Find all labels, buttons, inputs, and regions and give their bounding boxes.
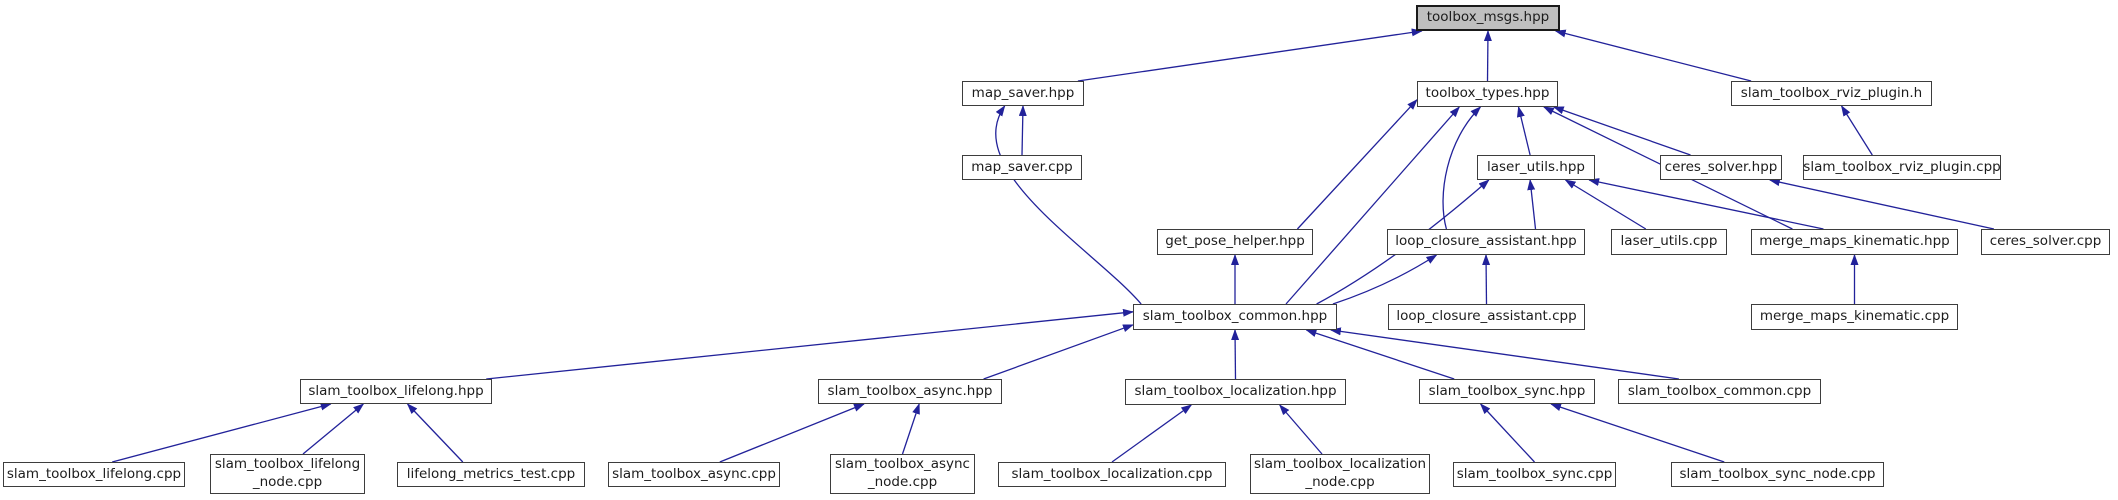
graph-node-slam_toolbox_async_node-cpp[interactable]: slam_toolbox_async_node.cpp bbox=[830, 454, 975, 494]
graph-node-ceres_solver-hpp[interactable]: ceres_solver.hpp bbox=[1660, 155, 1782, 180]
graph-node-label: _node.cpp bbox=[867, 474, 938, 490]
edge-ceres_solver-cpp-to-ceres_solver-hpp bbox=[1768, 178, 1995, 230]
edge-laser_utils-cpp-to-laser_utils-hpp bbox=[1564, 179, 1647, 230]
graph-node-label: slam_toolbox_localization.cpp bbox=[1011, 465, 1213, 482]
graph-node-label: merge_maps_kinematic.hpp bbox=[1759, 233, 1950, 250]
graph-node-label: slam_toolbox_localization bbox=[1253, 456, 1427, 473]
graph-node-label: slam_toolbox_rviz_plugin.cpp bbox=[1803, 158, 2001, 175]
graph-node-label: loop_closure_assistant.cpp bbox=[1396, 308, 1577, 325]
edge-slam_toolbox_lifelong-hpp-to-slam_toolbox_common-hpp bbox=[486, 308, 1134, 380]
graph-node-label: slam_toolbox_common.cpp bbox=[1627, 382, 1812, 399]
edge-slam_toolbox_rviz_plugin-h-to-toolbox_msgs-hpp bbox=[1554, 29, 1752, 82]
edge-slam_toolbox_localization-hpp-to-slam_toolbox_common-hpp bbox=[1231, 329, 1240, 380]
graph-node-laser_utils-cpp[interactable]: laser_utils.cpp bbox=[1611, 229, 1727, 255]
edge-slam_toolbox_localization-cpp-to-slam_toolbox_localization-hpp bbox=[1111, 404, 1193, 463]
graph-node-ceres_solver-cpp[interactable]: ceres_solver.cpp bbox=[1981, 229, 2110, 255]
edge-map_saver-cpp-to-map_saver-hpp bbox=[1018, 105, 1027, 156]
graph-node-label: slam_toolbox_lifelong bbox=[214, 456, 361, 473]
graph-node-loop_closure_assistant-hpp[interactable]: loop_closure_assistant.hpp bbox=[1387, 229, 1585, 255]
graph-node-slam_toolbox_sync-hpp[interactable]: slam_toolbox_sync.hpp bbox=[1419, 379, 1595, 404]
edge-slam_toolbox_common-hpp-to-toolbox_types-hpp bbox=[1285, 106, 1460, 305]
edge-lifelong_metrics_test-cpp-to-slam_toolbox_lifelong-hpp bbox=[406, 403, 464, 463]
graph-node-label: slam_toolbox_sync_node.cpp bbox=[1679, 465, 1876, 482]
graph-node-slam_toolbox_localization_node-cpp[interactable]: slam_toolbox_localization_node.cpp bbox=[1250, 454, 1430, 494]
graph-node-slam_toolbox_localization-hpp[interactable]: slam_toolbox_localization.hpp bbox=[1125, 379, 1346, 405]
graph-node-slam_toolbox_rviz_plugin-h[interactable]: slam_toolbox_rviz_plugin.h bbox=[1731, 81, 1932, 106]
graph-node-slam_toolbox_async-hpp[interactable]: slam_toolbox_async.hpp bbox=[818, 379, 1002, 404]
graph-node-label: map_saver.cpp bbox=[971, 158, 1073, 175]
graph-node-slam_toolbox_lifelong_node-cpp[interactable]: slam_toolbox_lifelong_node.cpp bbox=[210, 454, 365, 494]
edge-slam_toolbox_rviz_plugin-cpp-to-slam_toolbox_rviz_plugin-h bbox=[1840, 105, 1873, 156]
graph-node-get_pose_helper-hpp[interactable]: get_pose_helper.hpp bbox=[1157, 229, 1313, 255]
graph-node-label: slam_toolbox_async.hpp bbox=[827, 382, 993, 399]
graph-node-label: slam_toolbox_localization.hpp bbox=[1134, 383, 1337, 400]
edge-slam_toolbox_sync-cpp-to-slam_toolbox_sync-hpp bbox=[1479, 403, 1535, 463]
graph-node-label: slam_toolbox_common.hpp bbox=[1142, 308, 1328, 325]
graph-node-label: slam_toolbox_async.cpp bbox=[612, 465, 776, 482]
graph-node-label: slam_toolbox_async bbox=[835, 456, 970, 473]
graph-node-slam_toolbox_common-hpp[interactable]: slam_toolbox_common.hpp bbox=[1133, 304, 1337, 330]
graph-node-slam_toolbox_common-cpp[interactable]: slam_toolbox_common.cpp bbox=[1618, 379, 1821, 404]
edge-slam_toolbox_async-cpp-to-slam_toolbox_async-hpp bbox=[719, 403, 865, 463]
edge-laser_utils-hpp-to-toolbox_types-hpp bbox=[1516, 106, 1531, 156]
edge-slam_toolbox_common-hpp-to-loop_closure_assistant-hpp bbox=[1332, 254, 1438, 305]
edge-loop_closure_assistant-cpp-to-loop_closure_assistant-hpp bbox=[1482, 254, 1491, 305]
graph-node-label: get_pose_helper.hpp bbox=[1165, 233, 1305, 250]
graph-node-label: slam_toolbox_rviz_plugin.h bbox=[1740, 84, 1923, 101]
graph-node-slam_toolbox_lifelong-hpp[interactable]: slam_toolbox_lifelong.hpp bbox=[300, 379, 492, 404]
graph-node-label: laser_utils.cpp bbox=[1620, 233, 1718, 250]
graph-node-slam_toolbox_sync-cpp[interactable]: slam_toolbox_sync.cpp bbox=[1453, 462, 1616, 487]
graph-node-label: toolbox_msgs.hpp bbox=[1426, 9, 1550, 26]
edge-slam_toolbox_common-hpp-to-map_saver-hpp bbox=[995, 105, 1142, 305]
graph-node-label: slam_toolbox_lifelong.hpp bbox=[308, 382, 484, 399]
graph-node-label: ceres_solver.hpp bbox=[1664, 158, 1778, 175]
graph-node-label: _node.cpp bbox=[1305, 474, 1375, 490]
graph-node-label: slam_toolbox_sync.hpp bbox=[1428, 382, 1586, 399]
graph-node-label: _node.cpp bbox=[252, 474, 323, 490]
graph-node-label: toolbox_types.hpp bbox=[1425, 85, 1550, 102]
edge-map_saver-hpp-to-toolbox_msgs-hpp bbox=[1077, 28, 1423, 82]
edge-slam_toolbox_common-cpp-to-slam_toolbox_common-hpp bbox=[1329, 327, 1679, 380]
edge-slam_toolbox_lifelong-cpp-to-slam_toolbox_lifelong-hpp bbox=[112, 402, 332, 463]
graph-node-label: loop_closure_assistant.hpp bbox=[1395, 233, 1577, 250]
graph-node-toolbox_msgs-hpp[interactable]: toolbox_msgs.hpp bbox=[1416, 5, 1560, 31]
graph-node-laser_utils-hpp[interactable]: laser_utils.hpp bbox=[1477, 155, 1595, 180]
edge-slam_toolbox_async_node-cpp-to-slam_toolbox_async-hpp bbox=[901, 403, 920, 455]
edge-slam_toolbox_sync-hpp-to-slam_toolbox_common-hpp bbox=[1305, 329, 1455, 380]
graph-node-slam_toolbox_localization-cpp[interactable]: slam_toolbox_localization.cpp bbox=[998, 462, 1226, 487]
graph-node-label: slam_toolbox_sync.cpp bbox=[1456, 465, 1613, 482]
graph-node-label: merge_maps_kinematic.cpp bbox=[1759, 308, 1950, 325]
graph-node-slam_toolbox_sync_node-cpp[interactable]: slam_toolbox_sync_node.cpp bbox=[1671, 462, 1884, 487]
edge-slam_toolbox_lifelong_node-cpp-to-slam_toolbox_lifelong-hpp bbox=[302, 403, 365, 455]
graph-node-loop_closure_assistant-cpp[interactable]: loop_closure_assistant.cpp bbox=[1388, 304, 1585, 330]
graph-node-slam_toolbox_lifelong-cpp[interactable]: slam_toolbox_lifelong.cpp bbox=[3, 462, 185, 487]
edge-slam_toolbox_sync_node-cpp-to-slam_toolbox_sync-hpp bbox=[1550, 403, 1725, 463]
graph-node-slam_toolbox_async-cpp[interactable]: slam_toolbox_async.cpp bbox=[608, 462, 780, 487]
edge-get_pose_helper-hpp-to-toolbox_types-hpp bbox=[1296, 98, 1418, 230]
graph-node-merge_maps_kinematic-cpp[interactable]: merge_maps_kinematic.cpp bbox=[1751, 304, 1958, 330]
graph-node-label: laser_utils.hpp bbox=[1486, 158, 1586, 175]
graph-node-map_saver-cpp[interactable]: map_saver.cpp bbox=[962, 155, 1082, 180]
edge-ceres_solver-hpp-to-toolbox_types-hpp bbox=[1552, 106, 1691, 156]
edge-loop_closure_assistant-hpp-to-toolbox_types-hpp bbox=[1442, 106, 1482, 230]
graph-node-label: lifelong_metrics_test.cpp bbox=[406, 465, 576, 482]
graph-node-slam_toolbox_rviz_plugin-cpp[interactable]: slam_toolbox_rviz_plugin.cpp bbox=[1803, 155, 2001, 180]
edge-slam_toolbox_localization_node-cpp-to-slam_toolbox_localization-hpp bbox=[1279, 404, 1323, 455]
graph-node-merge_maps_kinematic-hpp[interactable]: merge_maps_kinematic.hpp bbox=[1751, 229, 1958, 255]
graph-node-label: map_saver.hpp bbox=[971, 84, 1075, 101]
graph-node-label: slam_toolbox_lifelong.cpp bbox=[6, 465, 182, 482]
edge-slam_toolbox_async-hpp-to-slam_toolbox_common-hpp bbox=[983, 324, 1134, 380]
graph-node-toolbox_types-hpp[interactable]: toolbox_types.hpp bbox=[1417, 81, 1558, 107]
graph-node-label: ceres_solver.cpp bbox=[1989, 233, 2102, 250]
graph-node-map_saver-hpp[interactable]: map_saver.hpp bbox=[962, 81, 1084, 106]
edge-toolbox_types-hpp-to-toolbox_msgs-hpp bbox=[1483, 30, 1492, 82]
graph-node-lifelong_metrics_test-cpp[interactable]: lifelong_metrics_test.cpp bbox=[397, 462, 585, 487]
edge-merge_maps_kinematic-hpp-to-laser_utils-hpp bbox=[1588, 178, 1824, 230]
edge-loop_closure_assistant-hpp-to-laser_utils-hpp bbox=[1527, 179, 1537, 230]
